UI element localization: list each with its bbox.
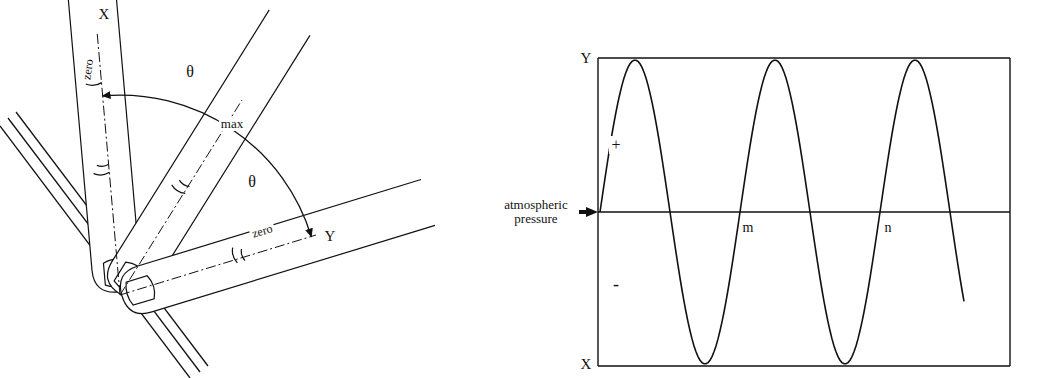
axis-letter: Y: [323, 228, 338, 245]
graph-frame: [598, 58, 1010, 366]
sign-mark: +: [609, 136, 622, 154]
axis-lines: [97, 31, 316, 295]
angle-symbol: θ: [246, 173, 258, 191]
axis-letter: X: [579, 356, 594, 373]
fingers: [66, 0, 435, 319]
pressure-wave: [600, 60, 964, 364]
sign-mark: -: [611, 275, 621, 295]
axis-letter: Y: [579, 50, 594, 67]
point-label: n: [883, 220, 894, 235]
rotation-arc: [103, 95, 312, 236]
pressure-arrow: [578, 207, 598, 217]
angle-symbol: θ: [184, 63, 196, 81]
angle-mark: max: [219, 117, 245, 131]
axis-letter: X: [97, 6, 112, 23]
axis-label: atmospheric pressure: [493, 198, 579, 227]
point-label: m: [741, 220, 756, 235]
